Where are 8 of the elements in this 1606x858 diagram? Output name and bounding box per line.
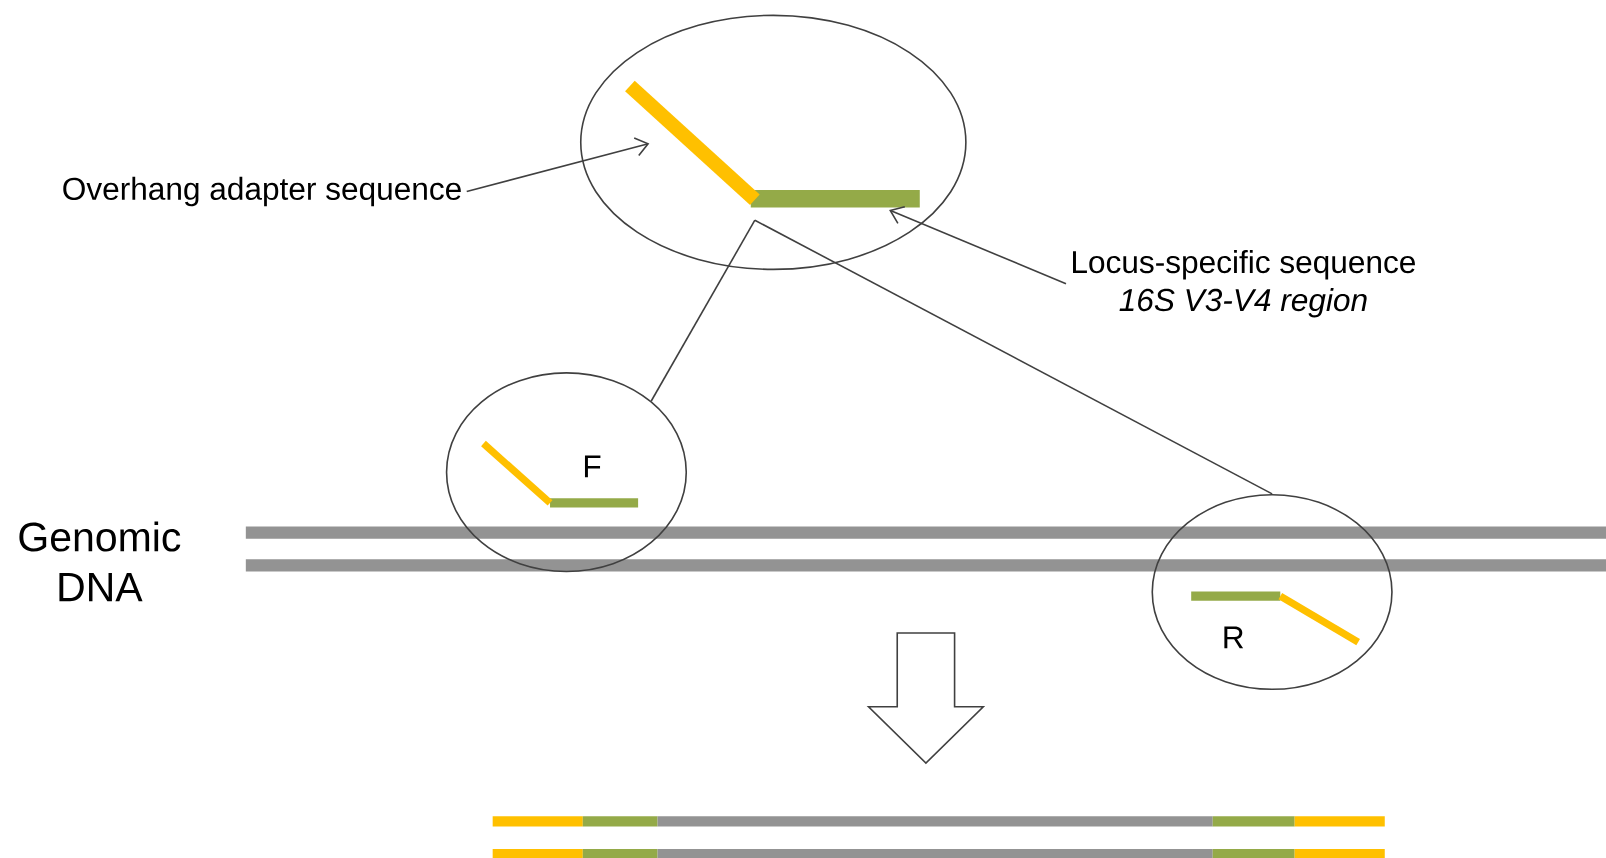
callout-text: Overhang adapter sequence	[63, 176, 461, 207]
connector-line	[465, 137, 650, 193]
callout-text: Locus-specific sequence 16S V3-V4 region	[1073, 249, 1415, 318]
zoom-ellipse	[579, 14, 967, 271]
connector-line	[754, 219, 1273, 495]
connector-line	[889, 205, 1067, 285]
connector-line	[650, 219, 756, 402]
side-label: Genomic DNA	[19, 521, 181, 601]
